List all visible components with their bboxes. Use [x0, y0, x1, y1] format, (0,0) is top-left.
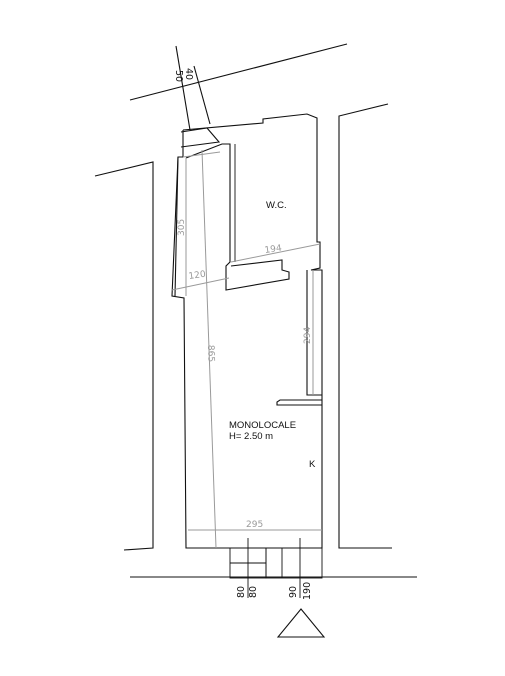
dim-305-label: 305	[177, 219, 187, 236]
left-neighbor-wall	[94, 161, 154, 551]
kitchen-wall	[306, 270, 322, 396]
dim-294-label: 294	[303, 327, 313, 344]
dim-120-label: 120	[188, 270, 207, 282]
dim-top-40: 40	[183, 68, 194, 80]
dim-865-label: 865	[205, 345, 216, 363]
dim-bottom-90: 90	[288, 586, 299, 598]
dim-bottom-80b: 80	[248, 586, 259, 598]
dim-bottom-80a: 80	[236, 586, 247, 598]
dim-120-line	[171, 277, 230, 291]
unit-outer-wall	[171, 113, 323, 549]
room-monolocale-label: MONOLOCALE	[229, 420, 296, 431]
top-street-line	[129, 43, 348, 101]
dim-bottom-190: 190	[302, 582, 313, 600]
room-height-label: H= 2.50 m	[229, 431, 273, 442]
bottom-grid-right	[265, 547, 323, 579]
right-neighbor-wall	[338, 103, 392, 549]
corridor-left-wall	[174, 156, 179, 297]
dim-top-line	[182, 151, 221, 158]
passage-left-line	[175, 45, 191, 131]
dim-865-line	[201, 149, 217, 549]
dim-194-line	[230, 243, 321, 263]
passage-right-line	[193, 65, 211, 125]
triangle-north-icon	[276, 608, 326, 638]
dim-295-label: 295	[246, 520, 263, 530]
entry-block	[180, 127, 221, 148]
dim-top-50: 50	[173, 70, 184, 82]
corridor-inner-wall	[185, 143, 290, 291]
room-wc-label: W.C.	[266, 200, 287, 211]
dim-194-label: 194	[264, 244, 283, 256]
room-kitchen-label: K	[309, 459, 316, 470]
